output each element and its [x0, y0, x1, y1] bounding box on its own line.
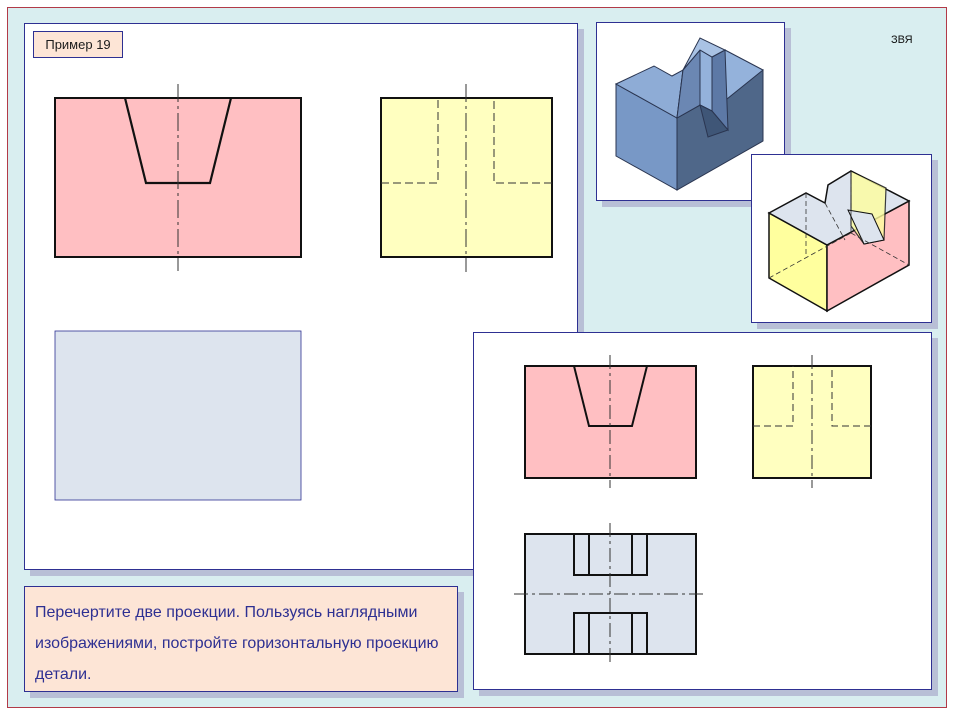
- task-instruction: Перечертите две проекции. Пользуясь нагл…: [24, 586, 458, 692]
- top-view-placeholder: [54, 330, 302, 501]
- answer-side-view-hidden-lines: [753, 366, 871, 427]
- author-mark: ЗВЯ: [891, 34, 913, 46]
- side-view-hidden-lines: [381, 98, 552, 184]
- example-label: Пример 19: [33, 31, 123, 58]
